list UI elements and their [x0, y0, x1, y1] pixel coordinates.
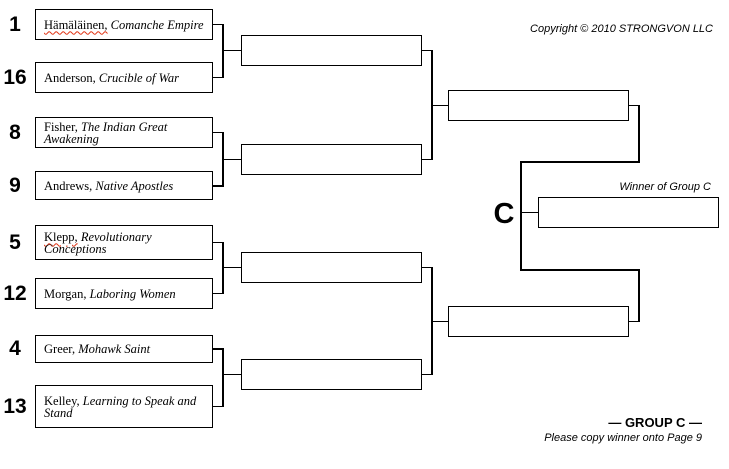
- round2-slot-1: [241, 35, 422, 66]
- connector-line: [629, 320, 640, 322]
- connector-line: [431, 320, 448, 322]
- entry-title: Revolutionary Conceptions: [44, 229, 152, 256]
- entry-title: Comanche Empire: [110, 17, 204, 32]
- entry-text: Morgan, Laboring Women: [36, 286, 212, 301]
- entry-box-anderson: Anderson, Crucible of War: [35, 62, 213, 93]
- connector-line: [520, 269, 640, 271]
- entry-author: Andrews,: [44, 178, 93, 193]
- connector-line: [213, 348, 224, 350]
- seed-number-1: 1: [9, 12, 21, 36]
- connector-line: [213, 405, 224, 407]
- connector-line: [222, 373, 241, 375]
- connector-line: [213, 292, 224, 294]
- round2-slot-4: [241, 359, 422, 390]
- connector-line: [222, 49, 241, 51]
- seed-number-4: 4: [9, 337, 21, 360]
- seed-number-13: 13: [3, 394, 27, 418]
- entry-author: Anderson,: [44, 70, 96, 85]
- semifinal-slot-bottom: [448, 306, 629, 337]
- entry-box-greer: Greer, Mohawk Saint: [35, 335, 213, 363]
- entry-box-klepp: Klepp, Revolutionary Conceptions: [35, 225, 213, 260]
- seed-number-8: 8: [9, 120, 21, 144]
- entry-title: The Indian Great Awakening: [44, 119, 168, 146]
- entry-box-morgan: Morgan, Laboring Women: [35, 278, 213, 309]
- seed-number-5: 5: [9, 230, 21, 254]
- entry-author: Hämäläinen,: [44, 17, 108, 32]
- connector-line: [222, 266, 241, 268]
- entry-box-hamalainen: Hämäläinen, Comanche Empire: [35, 9, 213, 40]
- entry-title: Native Apostles: [95, 178, 174, 193]
- entry-author: Kelley,: [44, 393, 80, 408]
- entry-text: Kelley, Learning to Speak and Stand: [36, 393, 212, 420]
- semifinal-slot-top: [448, 90, 629, 121]
- group-footer: — GROUP C —: [608, 415, 702, 430]
- entry-text: Greer, Mohawk Saint: [36, 342, 212, 356]
- entry-text: Andrews, Native Apostles: [36, 178, 212, 193]
- entry-author: Fisher,: [44, 119, 78, 134]
- seed-number-12: 12: [3, 281, 27, 305]
- connector-line: [638, 269, 640, 322]
- entry-author: Klepp,: [44, 229, 78, 244]
- round2-slot-2: [241, 144, 422, 175]
- connector-line: [422, 158, 433, 160]
- connector-line: [213, 185, 224, 187]
- connector-line: [422, 49, 433, 51]
- connector-line: [520, 161, 522, 271]
- entry-title: Learning to Speak and Stand: [44, 393, 197, 420]
- connector-line: [520, 211, 538, 213]
- group-letter: C: [493, 198, 515, 230]
- entry-author: Morgan,: [44, 286, 87, 301]
- entry-box-fisher: Fisher, The Indian Great Awakening: [35, 117, 213, 148]
- entry-text: Anderson, Crucible of War: [36, 70, 212, 85]
- connector-line: [213, 241, 224, 243]
- entry-text: Klepp, Revolutionary Conceptions: [36, 229, 212, 256]
- connector-line: [213, 131, 224, 133]
- connector-line: [422, 373, 433, 375]
- footer-note: Please copy winner onto Page 9: [544, 432, 702, 444]
- winner-label: Winner of Group C: [619, 181, 711, 193]
- seed-number-9: 9: [9, 174, 21, 197]
- copyright-text: Copyright © 2010 STRONGVON LLC: [530, 23, 713, 35]
- connector-line: [213, 76, 224, 78]
- entry-text: Fisher, The Indian Great Awakening: [36, 119, 212, 146]
- entry-title: Mohawk Saint: [78, 342, 151, 356]
- seed-number-16: 16: [3, 65, 27, 89]
- connector-line: [629, 104, 640, 106]
- entry-box-kelley: Kelley, Learning to Speak and Stand: [35, 385, 213, 428]
- connector-line: [222, 348, 224, 407]
- entry-box-andrews: Andrews, Native Apostles: [35, 171, 213, 200]
- connector-line: [638, 104, 640, 163]
- entry-title: Laboring Women: [89, 286, 176, 301]
- connector-line: [520, 161, 640, 163]
- connector-line: [431, 104, 448, 106]
- entry-title: Crucible of War: [98, 70, 179, 85]
- round2-slot-3: [241, 252, 422, 283]
- entry-text: Hämäläinen, Comanche Empire: [36, 17, 212, 32]
- connector-line: [422, 266, 433, 268]
- entry-author: Greer,: [44, 342, 76, 356]
- connector-line: [222, 158, 241, 160]
- connector-line: [213, 23, 224, 25]
- final-winner-slot: [538, 197, 719, 228]
